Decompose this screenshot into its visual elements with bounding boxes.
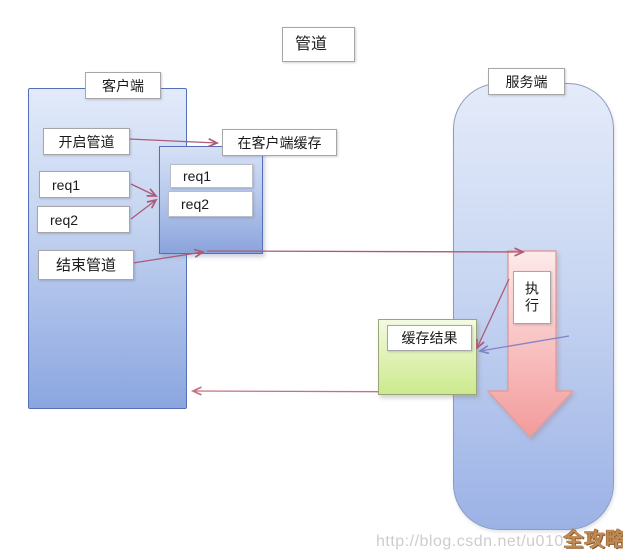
- pipe-title-label: 管道: [295, 35, 328, 53]
- client-title-label: 客户端: [102, 77, 144, 94]
- open-pipe-step-box: 开启管道: [43, 128, 130, 155]
- open-pipe-label: 开启管道: [58, 133, 115, 150]
- client-req2-label: req2: [50, 211, 79, 228]
- client-title-box: 客户端: [85, 72, 161, 99]
- cache-req1-label: req1: [183, 168, 212, 184]
- server-title-box: 服务端: [488, 68, 565, 95]
- cache-req2-box: req2: [168, 191, 253, 217]
- watermark: http://blog.csdn.net/u010全攻略: [376, 523, 623, 552]
- client-req2-box: req2: [37, 206, 130, 233]
- execute-label: 执行: [524, 280, 540, 315]
- watermark-brand: 全攻略: [563, 529, 623, 551]
- client-req1-box: req1: [39, 171, 130, 198]
- cache-req2-label: req2: [181, 196, 210, 212]
- end-pipe-step-box: 结束管道: [38, 250, 134, 280]
- cached-result-label: 缓存结果: [401, 330, 458, 346]
- server-title-label: 服务端: [505, 73, 548, 90]
- watermark-url: http://blog.csdn.net/u010: [376, 533, 564, 550]
- client-cache-title-label: 在客户端缓存: [237, 134, 322, 151]
- execute-label-box: 执行: [513, 271, 551, 324]
- cached-result-title-box: 缓存结果: [387, 325, 472, 351]
- pipe-title-box: 管道: [282, 27, 355, 62]
- client-cache-title-box: 在客户端缓存: [222, 129, 337, 156]
- client-req1-label: req1: [52, 176, 81, 193]
- cache-req1-box: req1: [170, 164, 253, 188]
- end-pipe-label: 结束管道: [55, 256, 116, 274]
